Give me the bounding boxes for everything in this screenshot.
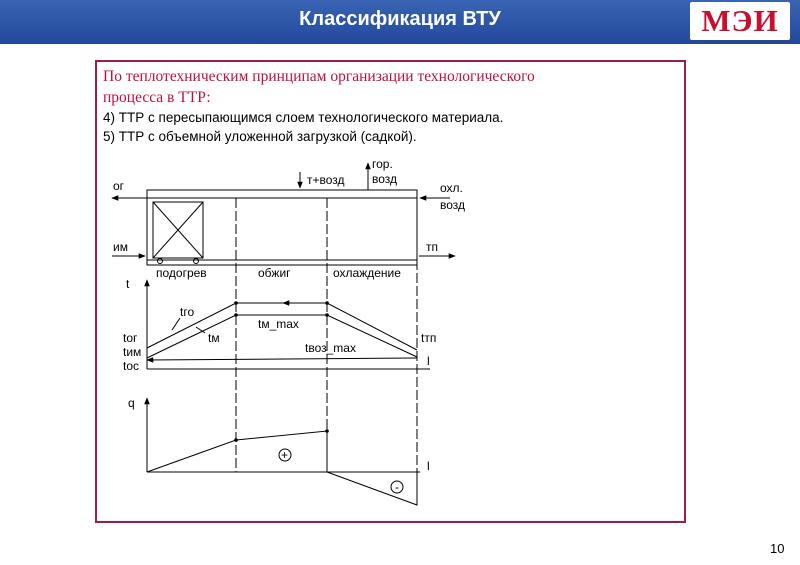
mei-logo: МЭИ [690, 2, 790, 40]
l-axis-label-1: l [427, 354, 430, 368]
slide-title: Классификация ВТУ [299, 8, 501, 30]
plus-sign: + [281, 448, 288, 462]
wheel-right [193, 258, 199, 264]
content-frame [95, 60, 686, 523]
t-axis-label: t [126, 277, 130, 291]
page-number: 10 [770, 541, 785, 556]
t-og-label: tог [123, 331, 138, 345]
l-axis-label-2: l [427, 459, 430, 473]
m-leader [195, 326, 206, 334]
t-go-label: tго [180, 305, 194, 319]
intro-line-1: По теплотехническим принципам организаци… [103, 68, 535, 85]
list-item-5: 5) ТТР с объемной уложенной загрузкой (с… [103, 129, 417, 144]
list-item-4: 4) ТТР с пересыпающимся слоем технологич… [103, 110, 504, 125]
t-m-label: tм [208, 331, 220, 345]
minus-sign: - [395, 480, 399, 494]
t-os-label: tос [123, 359, 139, 373]
slide-header: Классификация ВТУ МЭИ [0, 0, 800, 44]
im-label: им [113, 240, 128, 254]
material-temperature-curve [146, 314, 418, 359]
t-im-label: tим [123, 345, 141, 359]
cool-air-label-2: возд [440, 198, 465, 212]
og-label: ог [113, 179, 125, 193]
hot-air-label-1: гор. [372, 157, 393, 171]
zone-firing-label: обжиг [258, 266, 291, 280]
t-voz-max-label: tвоз_max [305, 341, 356, 355]
t-tp-label: tтп [421, 331, 436, 345]
minus-circle [390, 480, 404, 494]
cool-air-label-1: охл. [440, 181, 463, 195]
heat-removal-curve [326, 471, 418, 506]
gas-temperature-curve [146, 302, 418, 351]
t-m-max-label: tм_max [258, 317, 299, 331]
plus-circle [278, 448, 292, 462]
go-leader [171, 317, 181, 331]
logo-text: МЭИ [701, 3, 779, 38]
tp-label: тп [426, 240, 438, 254]
heat-input-curve [146, 430, 328, 473]
hot-air-label-2: возд [372, 172, 397, 186]
q-axis-label: q [128, 396, 135, 410]
wheel-left [157, 258, 163, 264]
air-flow-arrow [146, 357, 418, 363]
zone-heating-label: подогрев [156, 266, 207, 280]
fuel-air-label: т+возд [307, 173, 345, 187]
load-box [152, 201, 204, 259]
intro-line-2: процесса в ТТР: [103, 89, 211, 106]
zone-cooling-label: охлаждение [333, 266, 401, 280]
text-block: По теплотехническим принципам организаци… [103, 66, 678, 146]
furnace-body [146, 189, 418, 266]
